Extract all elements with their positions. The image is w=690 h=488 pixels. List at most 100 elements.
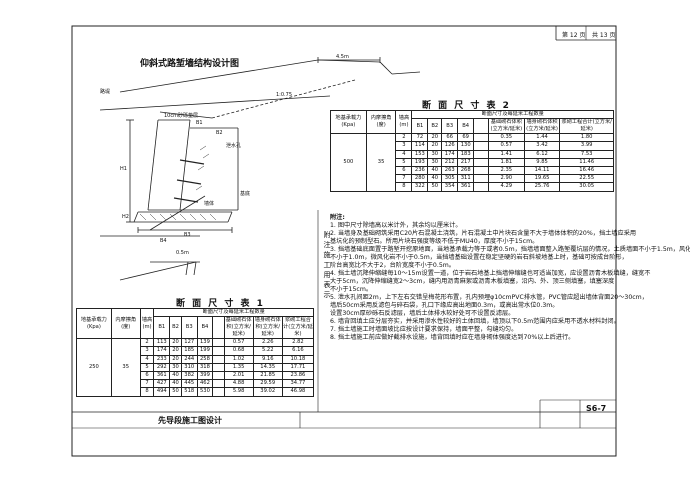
table-cell: 8 xyxy=(395,182,413,192)
note-line: 阶台高宽比不大于2，台阶宽度不小于0.5m。 xyxy=(330,262,455,269)
table1: 地基承载力(Kpa) 内摩擦角(度) 墙高(m) 断面尺寸及每延米工程数量 B1… xyxy=(76,307,315,397)
table-cell-blank xyxy=(212,387,225,397)
table-cell: 462 xyxy=(196,379,214,389)
table-cell-blank xyxy=(473,182,489,192)
drawing-number: S6-7 xyxy=(586,404,607,413)
note-line: 4. 挡土墙沉降伸缩缝每10～15m设置一道，位于岩石地基上挡墙伸缩缝也可适当加… xyxy=(330,270,651,277)
table-cell: 1.41 xyxy=(487,149,525,159)
h1-label: H1 xyxy=(120,166,127,172)
b2-label: B2 xyxy=(216,130,223,136)
table-cell: 5 xyxy=(139,362,155,372)
table-cell: 40 xyxy=(427,165,443,176)
table-cell: 21.85 xyxy=(252,370,283,381)
slope-label: 1:0.75 xyxy=(276,92,292,98)
t2-sh-b3: B3 xyxy=(441,118,459,135)
table-cell: 311 xyxy=(457,174,475,184)
t1-sh-b4: B4 xyxy=(196,316,214,340)
table-cell: 20 xyxy=(427,141,443,151)
table-cell: 185 xyxy=(180,346,198,356)
table-cell: 25.76 xyxy=(523,182,561,192)
notes-block: 附注: 1. 图中尺寸除墙高以米计外，其余均以厘米计。2. 当墙身及基础砌筑采用… xyxy=(330,214,690,342)
table-cell: 7 xyxy=(139,379,155,389)
table-cell-blank xyxy=(212,379,225,389)
table-cell: 14.11 xyxy=(523,165,561,176)
table-cell: 2.26 xyxy=(252,338,283,348)
table-cell-blank xyxy=(212,354,225,364)
table-cell: 126 xyxy=(441,141,459,151)
table-cell: 4 xyxy=(395,149,413,159)
table-cell: 30 xyxy=(427,157,443,167)
table-cell: 23.86 xyxy=(281,370,315,381)
table-cell: 2 xyxy=(139,338,155,348)
table-cell: 22.55 xyxy=(559,174,614,184)
note-line: 不小于1.0m，微风化岩不小于0.5m，当挡墙基础设置在稳定坚硬的岩石斜坡地基上… xyxy=(330,254,628,261)
table-cell: 130 xyxy=(457,141,475,151)
note-line: 2. 当墙身及基础砌筑采用C20片石混凝土浇筑，片石混凝土中片块石含量不大于墙体… xyxy=(330,230,637,237)
table-cell: 518 xyxy=(180,387,198,397)
table-cell: 354 xyxy=(441,182,459,192)
table-cell: 34.77 xyxy=(281,379,315,389)
table-cell: 318 xyxy=(196,362,214,372)
table-cell: 2 xyxy=(395,133,413,143)
t2-h-friction: 内摩擦角(度) xyxy=(365,109,397,135)
table-cell: 11.46 xyxy=(559,157,614,167)
table-cell: 14.35 xyxy=(252,362,283,372)
friction-cell: 35 xyxy=(365,133,397,192)
table-cell-blank xyxy=(212,362,225,372)
table-cell: 5 xyxy=(395,157,413,167)
table-cell: 66 xyxy=(441,133,459,143)
table-cell: 46.98 xyxy=(281,387,315,397)
table-cell: 20 xyxy=(169,338,182,348)
table-cell: 2.01 xyxy=(223,370,254,381)
table-cell-blank xyxy=(473,174,489,184)
page-number: 第 12 页 xyxy=(562,32,586,39)
table-cell: 193 xyxy=(411,157,429,167)
table-cell: 2.82 xyxy=(281,338,315,348)
table-cell-blank xyxy=(212,346,225,356)
note-line: 8. 挡土墙施工前应做好截排水设施，墙背回填时应在墙身砌体强度达到70%以上后进… xyxy=(330,334,575,341)
table-cell: 29.59 xyxy=(252,379,283,389)
dim-label-top: 4.5m xyxy=(336,54,349,60)
table-cell: 292 xyxy=(153,362,171,372)
t1-h-bearing: 地基承载力(Kpa) xyxy=(76,307,112,340)
table-cell: 40 xyxy=(427,174,443,184)
t1-sh-b3: B3 xyxy=(180,316,198,340)
t2-sh-b2: B2 xyxy=(427,118,443,135)
table-cell: 50 xyxy=(427,182,443,192)
table-cell: 1.81 xyxy=(487,157,525,167)
table-cell: 2.35 xyxy=(487,165,525,176)
table-cell: 7 xyxy=(395,174,413,184)
table-cell: 8 xyxy=(139,387,155,397)
table-cell: 244 xyxy=(180,354,198,364)
t2-sh-total: 浆砌工程合计(立方米/延米) xyxy=(559,118,614,135)
note-line: 基坑化的预制型石。所用片块石强度等级不低于MU40，厚度不小于15cm。 xyxy=(330,238,539,245)
drain-label: 泄水孔 xyxy=(226,143,242,149)
table-cell: 30 xyxy=(427,149,443,159)
table-cell-blank xyxy=(473,133,489,143)
base-dim-label: 0.5m xyxy=(176,250,189,256)
note-line: 3. 挡墙基础底面置于路堑开挖原地面，当地基承载力等于或者0.5m，挡墙墙面整入… xyxy=(330,246,690,253)
t1-sh-total: 浆砌工程合计(立方米/延米) xyxy=(281,316,315,340)
table-cell: 174 xyxy=(441,149,459,159)
table-cell: 382 xyxy=(180,370,198,381)
table-cell: 9.85 xyxy=(523,157,561,167)
table-cell: 72 xyxy=(411,133,429,143)
table-cell: 1.02 xyxy=(223,354,254,364)
table-cell: 399 xyxy=(196,370,214,381)
table-cell: 174 xyxy=(153,346,171,356)
drawing-title: 仰斜式路堑墙结构设计图 xyxy=(140,59,240,69)
t1-sh-b1: B1 xyxy=(153,316,171,340)
t2-sh-found: 基础砌石体积(立方米/延米) xyxy=(487,118,525,135)
table2: 地基承载力(Kpa) 内摩擦角(度) 墙高(m) 断面尺寸及每延米工程数量 B1… xyxy=(330,109,614,192)
table-cell: 113 xyxy=(153,338,171,348)
table-cell-blank xyxy=(212,370,225,381)
table-cell-blank xyxy=(473,149,489,159)
table-cell: 6 xyxy=(395,165,413,176)
bearing-cell: 500 xyxy=(330,133,367,192)
table-cell: 1.35 xyxy=(223,362,254,372)
table-cell: 20 xyxy=(169,346,182,356)
road-label: 路堤 xyxy=(100,89,111,95)
t2-sh-b4: B4 xyxy=(457,118,475,135)
table-cell: 1.44 xyxy=(523,133,561,143)
table-cell: 236 xyxy=(411,165,429,176)
